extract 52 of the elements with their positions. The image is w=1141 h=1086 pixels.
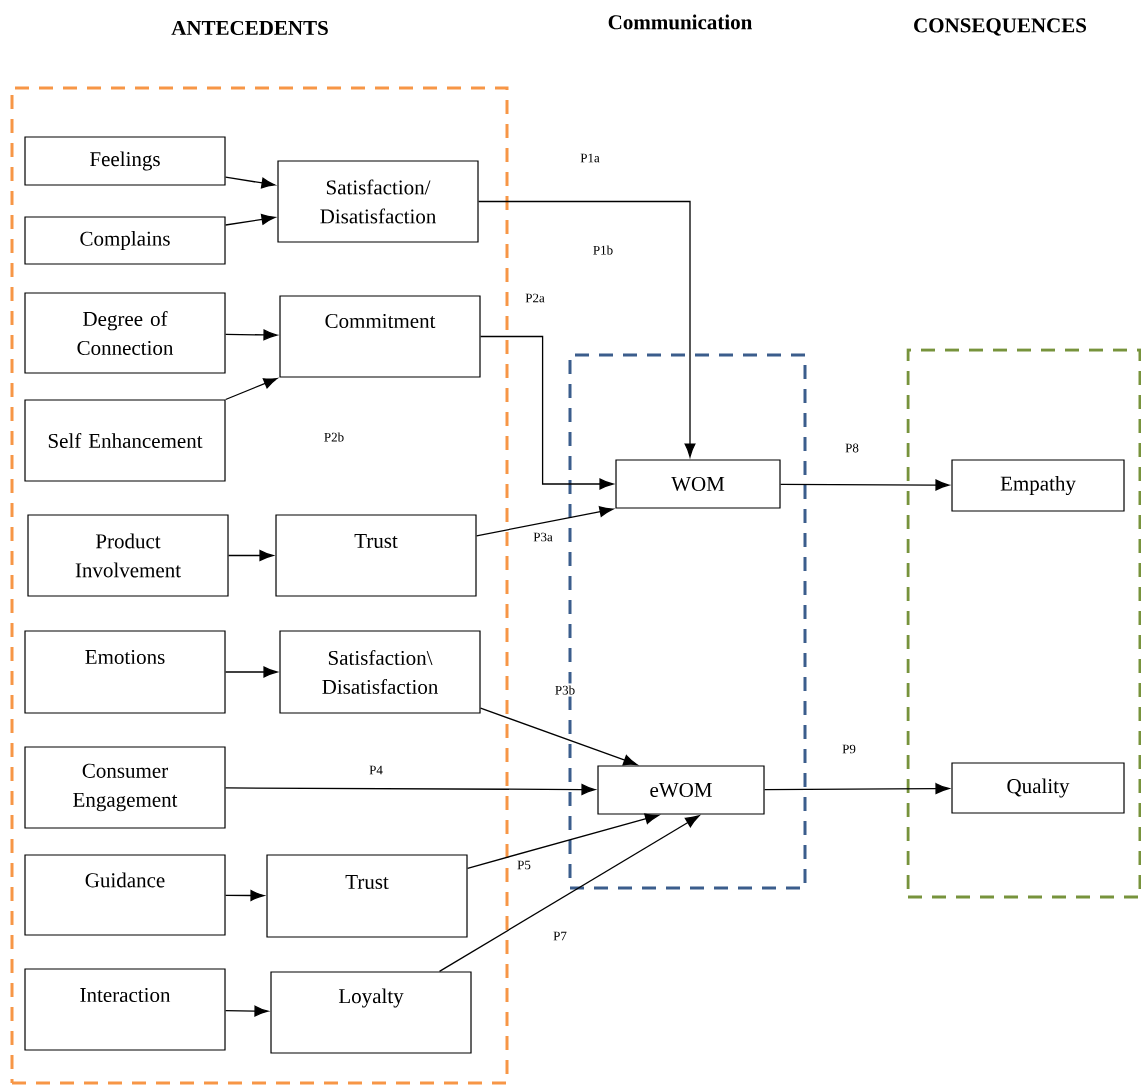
edge-label: P3a bbox=[531, 530, 555, 544]
arrow bbox=[224, 377, 278, 401]
edge-label: P7 bbox=[551, 929, 569, 943]
edge-label: P2a bbox=[523, 291, 547, 305]
arrow bbox=[466, 813, 659, 869]
dashed-frame bbox=[10, 86, 509, 1085]
process-box: Degree of Connection bbox=[24, 292, 226, 374]
arrow bbox=[763, 783, 950, 795]
edge-label: P1a bbox=[578, 151, 602, 165]
process-box: Empathy bbox=[951, 459, 1125, 512]
arrow bbox=[227, 550, 274, 561]
edge-label: P9 bbox=[840, 742, 858, 756]
arrow bbox=[779, 479, 950, 491]
process-box: Commitment bbox=[279, 295, 481, 378]
process-box: Interaction bbox=[24, 968, 226, 1051]
process-box: Loyalty bbox=[270, 971, 472, 1054]
process-box: Consumer Engagement bbox=[24, 746, 226, 829]
arrow bbox=[479, 335, 614, 490]
arrow bbox=[224, 1005, 269, 1017]
arrow bbox=[438, 815, 700, 973]
process-box: Quality bbox=[951, 762, 1125, 814]
column-heading: Communication bbox=[608, 14, 752, 30]
edge-label: P5 bbox=[515, 858, 533, 872]
edge-label: P4 bbox=[367, 763, 385, 777]
process-box: WOM bbox=[615, 459, 781, 509]
dashed-frame bbox=[906, 348, 1141, 899]
process-box: Emotions bbox=[24, 630, 226, 714]
arrow bbox=[477, 200, 696, 458]
arrow bbox=[224, 666, 278, 678]
process-box: Trust bbox=[266, 854, 468, 938]
arrow bbox=[224, 176, 276, 189]
proposition-label: P2b bbox=[324, 432, 344, 442]
process-box: Complains bbox=[24, 216, 226, 265]
arrow bbox=[475, 506, 614, 537]
arrow bbox=[479, 707, 638, 766]
process-box: Guidance bbox=[24, 854, 226, 936]
column-heading: CONSEQUENCES bbox=[914, 18, 1087, 36]
edge-label: P3b bbox=[552, 683, 578, 697]
process-box: Feelings bbox=[24, 136, 226, 186]
arrow bbox=[224, 329, 278, 341]
column-heading: ANTECEDENTS bbox=[171, 20, 328, 36]
process-box: Product Involvement bbox=[27, 514, 229, 597]
process-box: Self Enhancement bbox=[24, 399, 226, 482]
process-box: eWOM bbox=[597, 765, 765, 815]
edge-label: P8 bbox=[843, 441, 861, 455]
process-box: Satisfaction\ Disatisfaction bbox=[279, 630, 481, 714]
arrow bbox=[224, 890, 265, 902]
proposition-label: P1b bbox=[593, 245, 613, 255]
arrow bbox=[224, 784, 596, 796]
arrow bbox=[224, 213, 276, 226]
process-box: Satisfaction/ Disatisfaction bbox=[277, 160, 479, 243]
process-box: Trust bbox=[275, 514, 477, 597]
